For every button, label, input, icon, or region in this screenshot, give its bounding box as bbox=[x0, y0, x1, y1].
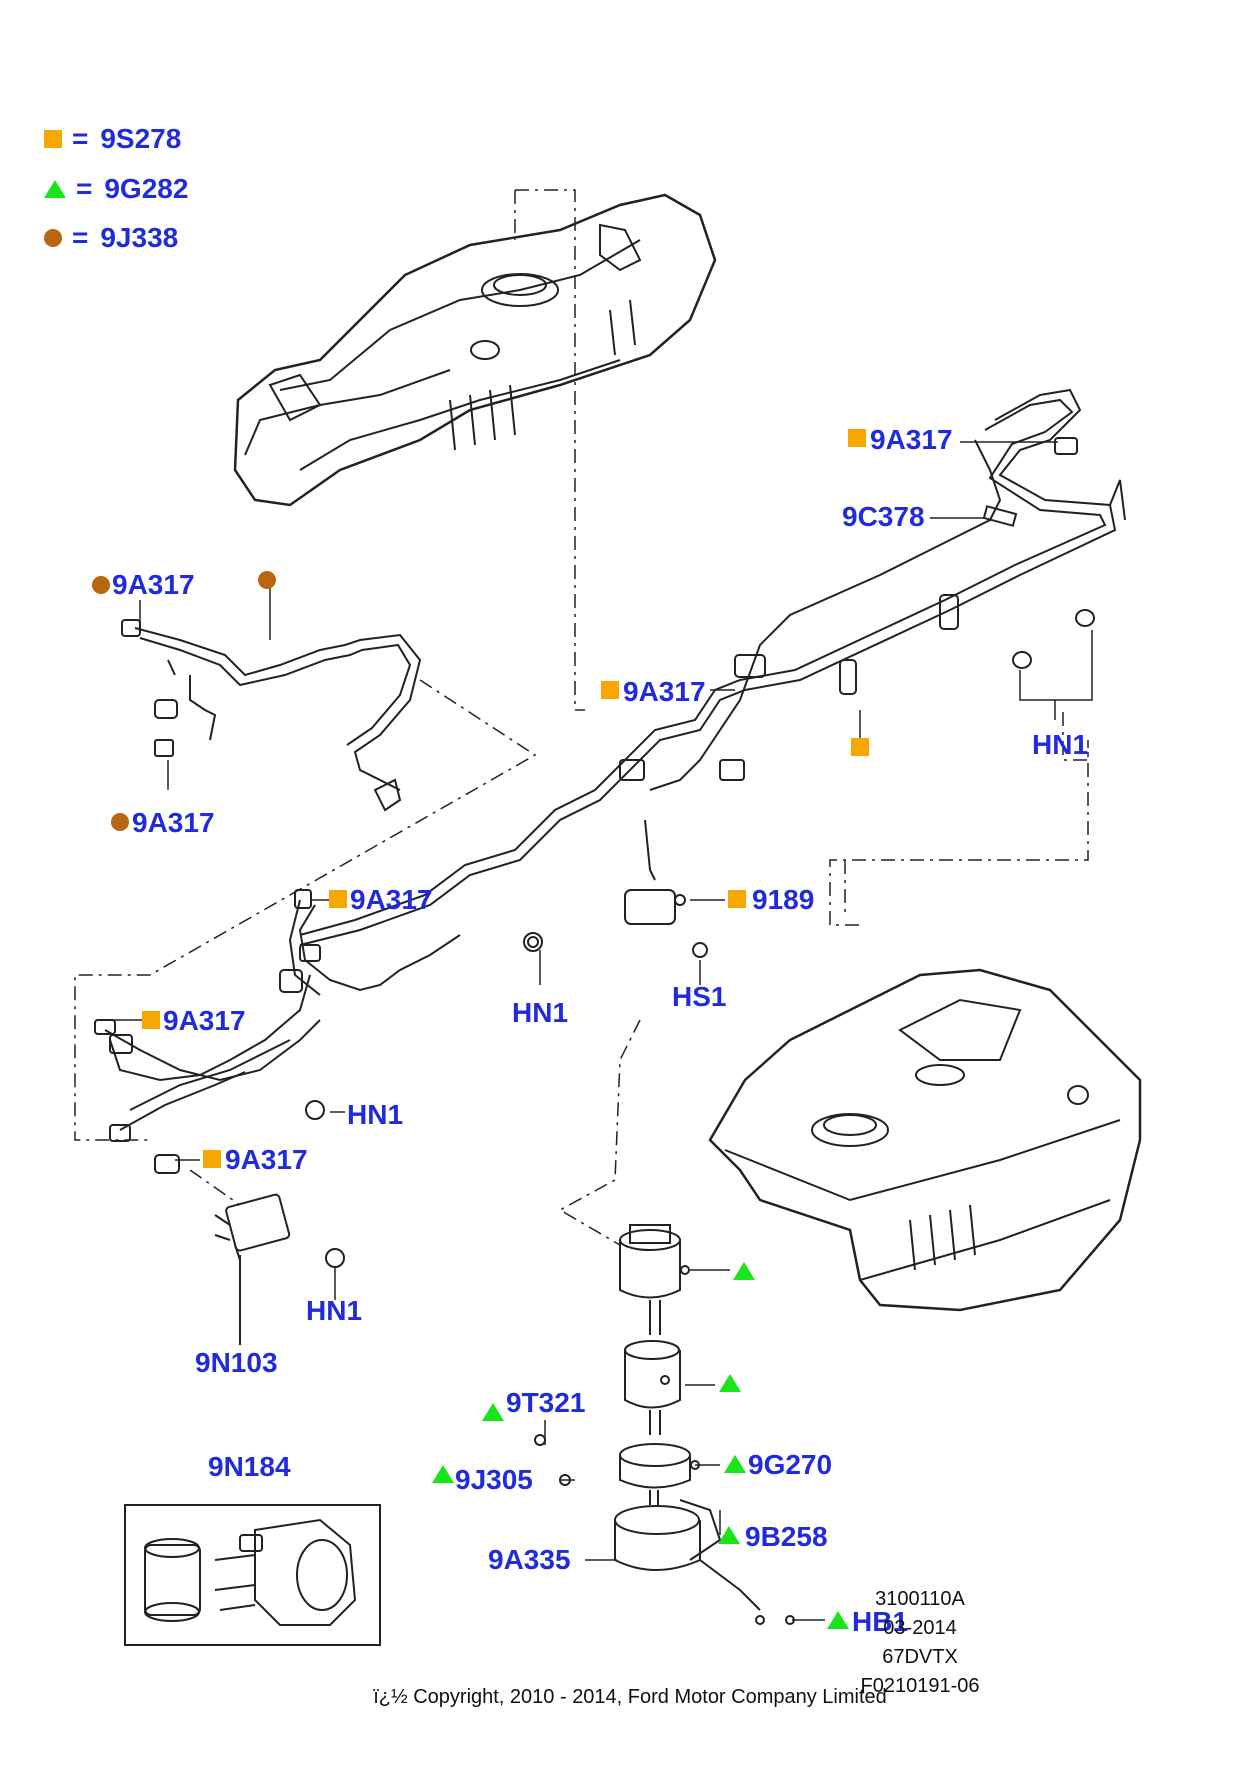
callout-9b258: 9B258 bbox=[745, 1521, 828, 1552]
circle-symbol-icon bbox=[44, 229, 62, 247]
callout-9a317: 9A317 bbox=[623, 676, 706, 707]
legend-row-square: = 9S278 bbox=[44, 122, 181, 156]
meta-figure: F0210191-06 bbox=[860, 1675, 980, 1697]
legend-code: 9G282 bbox=[104, 173, 189, 204]
callout-9a335: 9A335 bbox=[488, 1544, 571, 1575]
callout-hb1: HB1 bbox=[852, 1606, 909, 1637]
callout-9a317: 9A317 bbox=[112, 569, 195, 600]
lower-fuel-tank bbox=[708, 968, 1142, 1312]
callout-9a317: 9A317 bbox=[350, 884, 433, 915]
kit-box bbox=[124, 1504, 381, 1646]
callout-hs1: HS1 bbox=[672, 981, 727, 1012]
square-symbol-icon bbox=[44, 130, 62, 148]
fuel-lines-upper bbox=[299, 388, 1126, 958]
callout-leaders bbox=[110, 441, 1058, 1621]
legend-code: 9S278 bbox=[100, 123, 182, 154]
callout-hn1: HN1 bbox=[1032, 729, 1089, 760]
callout-9g270: 9G270 bbox=[748, 1449, 833, 1480]
callout-hn1: HN1 bbox=[347, 1099, 404, 1130]
callout-9a317: 9A317 bbox=[870, 424, 953, 455]
callout-9t321: 9T321 bbox=[506, 1387, 586, 1418]
meta-engine: 67DVTX bbox=[882, 1646, 958, 1668]
legend-code: 9J338 bbox=[100, 222, 179, 253]
callout-9j305: 9J305 bbox=[455, 1464, 533, 1495]
callout-9n103: 9N103 bbox=[195, 1347, 278, 1378]
meta-date: 03-2014 bbox=[883, 1617, 957, 1639]
fuel-lines-upper-left bbox=[74, 619, 641, 1246]
callout-9a317: 9A317 bbox=[132, 807, 215, 838]
callout-9c378: 9C378 bbox=[842, 501, 925, 532]
callout-hn1: HN1 bbox=[306, 1295, 363, 1326]
fuel-filter-assembly bbox=[534, 1224, 795, 1625]
fuel-lines-lower-left bbox=[94, 889, 461, 1345]
upper-fuel-tank bbox=[233, 193, 717, 507]
meta-ref: 3100110A bbox=[875, 1588, 965, 1610]
callout-9a317: 9A317 bbox=[225, 1144, 308, 1175]
callout-hn1: HN1 bbox=[512, 997, 569, 1028]
callout-9a317: 9A317 bbox=[163, 1005, 246, 1036]
copyright-text: ï¿½ Copyright, 2010 - 2014, Ford Motor C… bbox=[373, 1686, 887, 1708]
legend-row-triangle: = 9G282 bbox=[44, 172, 188, 206]
callout-9n184: 9N184 bbox=[208, 1451, 291, 1482]
callout-9189: 9189 bbox=[752, 884, 815, 915]
triangle-symbol-icon bbox=[44, 180, 66, 198]
symbol-markers bbox=[92, 429, 869, 1629]
legend-row-circle: = 9J338 bbox=[44, 221, 178, 255]
